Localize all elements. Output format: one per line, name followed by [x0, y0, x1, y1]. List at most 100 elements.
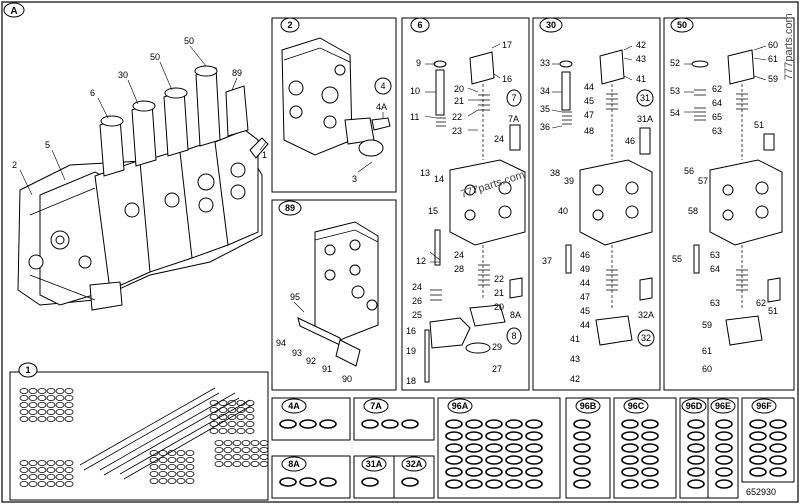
o-ring [19, 415, 29, 422]
callout-51a: 51 [754, 120, 764, 130]
o-ring [19, 459, 29, 466]
o-ring [232, 446, 242, 453]
panel-30: 30 33 34 35 36 42 43 41 44 45 47 48 31 3… [532, 17, 661, 391]
o-ring [46, 459, 56, 466]
o-ring [245, 427, 255, 434]
o-ring [28, 408, 38, 415]
o-ring [167, 456, 177, 463]
o-ring [37, 401, 47, 408]
seal-ring [525, 479, 543, 489]
o-ring [149, 456, 159, 463]
kit-label: 96B [580, 401, 597, 411]
panel-2-frame [271, 17, 397, 193]
o-ring [28, 459, 38, 466]
o-ring [28, 394, 38, 401]
callout-10: 10 [410, 86, 420, 96]
kit-31A: 31A [353, 455, 395, 499]
callout-3: 3 [352, 174, 357, 184]
kit-label-bubble [281, 398, 307, 414]
seal-ring [485, 419, 503, 429]
panel-2: 2 4 4A 3 [271, 17, 397, 193]
o-ring [209, 413, 219, 420]
seal-ring [749, 467, 767, 477]
seal-ring [641, 431, 659, 441]
callout-14: 14 [434, 174, 444, 184]
callout-30: 30 [118, 70, 128, 80]
seal-ring [525, 431, 543, 441]
callout-53: 53 [670, 86, 680, 96]
kit-label: 32A [406, 459, 423, 469]
callout-59: 59 [768, 74, 778, 84]
callout-58: 58 [688, 206, 698, 216]
callout-4: 4 [380, 81, 385, 91]
seal-ring [361, 477, 379, 487]
seal-ring [445, 479, 463, 489]
callout-91: 91 [322, 364, 332, 374]
seal-ring [465, 467, 483, 477]
kit-96C: 96C [613, 397, 677, 499]
o-ring [236, 413, 246, 420]
kit-label: 96A [452, 401, 469, 411]
o-ring [259, 439, 269, 446]
o-ring [55, 387, 65, 394]
o-ring [185, 456, 195, 463]
callout-2: 2 [12, 160, 17, 170]
callout-40: 40 [558, 206, 568, 216]
callout-34: 34 [540, 86, 550, 96]
o-ring [236, 427, 246, 434]
panel-30-frame [532, 17, 661, 391]
o-ring [149, 470, 159, 477]
kit-frame [437, 397, 561, 499]
callout-18: 18 [406, 376, 416, 386]
o-ring [245, 406, 255, 413]
o-ring [227, 427, 237, 434]
o-ring [214, 446, 224, 453]
callout-33: 33 [540, 58, 550, 68]
seal-ring [445, 431, 463, 441]
callout-31: 31 [640, 93, 650, 103]
o-ring [158, 449, 168, 456]
callout-49: 49 [580, 264, 590, 274]
o-ring [227, 399, 237, 406]
callout-60: 60 [768, 40, 778, 50]
kit-label: 4A [288, 401, 300, 411]
callout-37: 37 [542, 256, 552, 266]
seal-ring [465, 479, 483, 489]
seal-ring [319, 477, 337, 487]
callout-21: 21 [454, 96, 464, 106]
callout-8: 8 [511, 331, 516, 341]
callout-22: 22 [452, 112, 462, 122]
o-ring [158, 463, 168, 470]
o-ring [223, 439, 233, 446]
callout-64b: 64 [710, 264, 720, 274]
o-ring [158, 456, 168, 463]
o-ring [19, 408, 29, 415]
o-ring [64, 394, 74, 401]
seal-ring [465, 443, 483, 453]
kit-96E: 96E [707, 397, 739, 499]
seal-ring [573, 419, 591, 429]
o-ring [19, 480, 29, 487]
o-ring [185, 470, 195, 477]
o-ring [149, 477, 159, 484]
panel-6: 6 9 10 11 17 16 20 21 22 [401, 17, 530, 391]
seal-ring [485, 467, 503, 477]
o-ring [218, 406, 228, 413]
o-ring [259, 460, 269, 467]
callout-9: 9 [416, 58, 421, 68]
o-ring [64, 459, 74, 466]
seal-ring [485, 431, 503, 441]
o-ring [227, 406, 237, 413]
callout-13: 13 [420, 168, 430, 178]
o-ring [241, 446, 251, 453]
panel-6-frame [401, 17, 530, 391]
o-ring [19, 401, 29, 408]
o-ring [64, 466, 74, 473]
drawing-number: 652930 [746, 487, 776, 497]
kit-frame [271, 397, 351, 441]
o-ring [46, 473, 56, 480]
o-ring [46, 480, 56, 487]
o-ring [64, 473, 74, 480]
seal-ring [749, 431, 767, 441]
callout-44: 44 [584, 82, 594, 92]
